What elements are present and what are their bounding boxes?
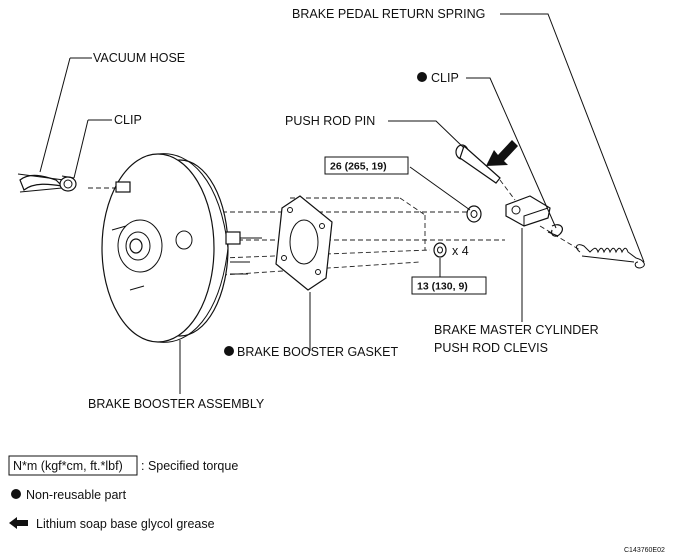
label-torque-nut: 26 (265, 19)	[330, 161, 387, 173]
vacuum-hose	[17, 173, 65, 193]
legend-torque-text: : Specified torque	[141, 459, 238, 473]
grease-arrow-icon	[486, 140, 518, 166]
pin-clip	[547, 224, 564, 237]
booster-nut	[466, 205, 482, 223]
label-clip-right: CLIP	[431, 71, 459, 85]
grease-arrow-icon	[9, 517, 28, 529]
label-vacuum-hose: VACUUM HOSE	[93, 51, 185, 65]
torque-box-small	[411, 276, 487, 295]
label-pedal-spring: BRAKE PEDAL RETURN SPRING	[292, 7, 485, 21]
label-clip-left: CLIP	[114, 113, 142, 127]
legend-torque-box	[8, 455, 138, 476]
nonreusable-bullet-icon	[224, 346, 234, 356]
torque-box-nut	[324, 156, 409, 175]
nonreusable-bullet-icon	[417, 72, 427, 82]
legend-nonreusable: Non-reusable part	[26, 488, 127, 502]
brake-booster-assembly	[101, 153, 262, 343]
label-x4: x 4	[452, 244, 469, 258]
hose-clip	[59, 175, 77, 192]
label-gasket: BRAKE BOOSTER GASKET	[237, 345, 399, 359]
label-clevis-line1: BRAKE MASTER CYLINDER	[434, 323, 599, 337]
push-rod-pin	[455, 144, 501, 184]
label-push-rod-pin: PUSH ROD PIN	[285, 114, 375, 128]
nonreusable-bullet-icon	[11, 489, 21, 499]
leader-lines	[39, 13, 645, 394]
small-nut	[433, 242, 447, 258]
brake-pedal-return-spring	[576, 244, 645, 269]
label-clevis-line2: PUSH ROD CLEVIS	[434, 341, 548, 355]
label-booster: BRAKE BOOSTER ASSEMBLY	[88, 397, 265, 411]
legend-grease: Lithium soap base glycol grease	[36, 517, 215, 531]
label-torque-small: 13 (130, 9)	[417, 281, 468, 293]
legend: N*m (kgf*cm, ft.*lbf) : Specified torque…	[8, 455, 238, 531]
push-rod-clevis	[505, 195, 551, 227]
brake-booster-gasket	[275, 195, 333, 291]
figure-id: C143760E02	[624, 547, 665, 554]
legend-torque-units: N*m (kgf*cm, ft.*lbf)	[13, 459, 123, 473]
